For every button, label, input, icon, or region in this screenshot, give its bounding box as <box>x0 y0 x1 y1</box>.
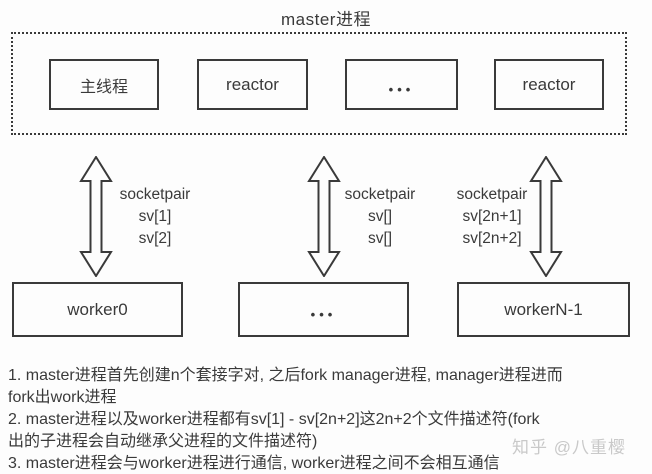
socketpair-label-1: socketpair sv[1] sv[2] <box>100 184 210 250</box>
reactor-ellipsis-box: ••• <box>345 59 458 110</box>
sv-descriptor: sv[] <box>367 230 393 247</box>
zhihu-watermark: 知乎 @八重樱 <box>512 438 626 457</box>
sv-descriptor: sv[2] <box>138 230 172 247</box>
socketpair-caption: socketpair <box>344 186 416 203</box>
main-thread-label: 主线程 <box>79 78 128 96</box>
workerN-1-box: workerN-1 <box>457 282 630 337</box>
reactor-box-1: reactor <box>197 59 308 110</box>
workerN-1-label: workerN-1 <box>504 299 583 319</box>
sv-descriptor: sv[2n+2] <box>462 230 522 247</box>
reactor-label: reactor <box>522 74 576 94</box>
worker0-box: worker0 <box>12 282 183 337</box>
worker0-label: worker0 <box>67 299 128 319</box>
worker-ellipsis-box: ••• <box>238 282 409 337</box>
main-thread-box: 主线程 <box>49 59 159 110</box>
note-line: 出的子进程会自动继承父进程的文件描述符) <box>8 433 318 450</box>
ellipsis-dots: ••• <box>388 82 415 97</box>
note-line: 3. master进程会与worker进程进行通信, worker进程之间不会相… <box>8 455 500 472</box>
sv-descriptor: sv[2n+1] <box>462 208 522 225</box>
ellipsis-dots: ••• <box>310 307 337 322</box>
socketpair-double-arrow-1 <box>79 156 113 277</box>
sv-descriptor: sv[1] <box>138 208 172 225</box>
socketpair-double-arrow-2 <box>307 156 341 277</box>
master-process-boundary <box>11 32 627 135</box>
socketpair-label-2: socketpair sv[] sv[] <box>325 184 435 250</box>
notes-text: 1. master进程首先创建n个套接字对, 之后fork manager进程,… <box>8 365 652 474</box>
socketpair-caption: socketpair <box>456 186 528 203</box>
master-process-title: master进程 <box>281 10 371 29</box>
reactor-label: reactor <box>226 74 279 94</box>
note-line: fork出work进程 <box>8 389 117 406</box>
socketpair-double-arrow-3 <box>529 156 563 277</box>
note-line: 1. master进程首先创建n个套接字对, 之后fork manager进程,… <box>8 367 563 384</box>
sv-descriptor: sv[] <box>367 208 393 225</box>
note-line: 2. master进程以及worker进程都有sv[1] - sv[2n+2]这… <box>8 411 540 428</box>
reactor-box-n: reactor <box>494 59 604 110</box>
socketpair-caption: socketpair <box>119 186 191 203</box>
socketpair-label-3: socketpair sv[2n+1] sv[2n+2] <box>437 184 547 250</box>
